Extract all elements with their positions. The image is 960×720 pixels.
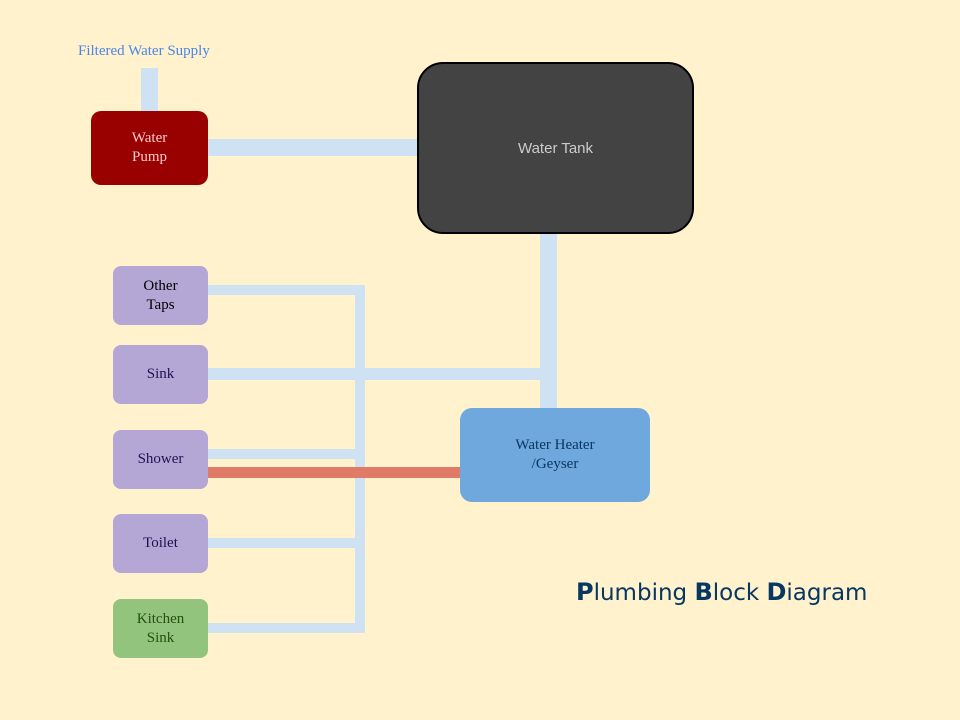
sink-node: Sink [113, 345, 208, 404]
title-rest-p: lumbing [593, 580, 695, 606]
other-taps-node: Other Taps [113, 266, 208, 325]
title-cap-p: P [576, 578, 594, 606]
title-cap-d: D [766, 578, 787, 606]
toilet-branch-pipe [207, 538, 365, 548]
filtered-water-supply-label: Filtered Water Supply [78, 43, 210, 59]
pump-to-tank-pipe [207, 139, 419, 156]
supply-inlet-pipe [141, 68, 158, 112]
hot-water-pipe [207, 467, 462, 478]
water-pump-node: Water Pump [91, 111, 208, 185]
kitchen-sink-node: Kitchen Sink [113, 599, 208, 658]
vertical-riser-pipe [355, 285, 365, 633]
tank-down-pipe [540, 234, 557, 410]
title-cap-b: B [694, 578, 713, 606]
toilet-node: Toilet [113, 514, 208, 573]
shower-cold-branch-pipe [207, 449, 365, 459]
main-distribution-pipe [207, 368, 557, 380]
shower-node: Shower [113, 430, 208, 489]
other-taps-branch-pipe [207, 285, 365, 295]
water-heater-node: Water Heater /Geyser [460, 408, 650, 502]
title-rest-d: iagram [786, 580, 868, 606]
title-rest-b: lock [712, 580, 767, 606]
kitchen-sink-branch-pipe [207, 623, 365, 633]
diagram-title: Plumbing Block Diagram [576, 578, 867, 606]
water-tank-node: Water Tank [417, 62, 694, 234]
